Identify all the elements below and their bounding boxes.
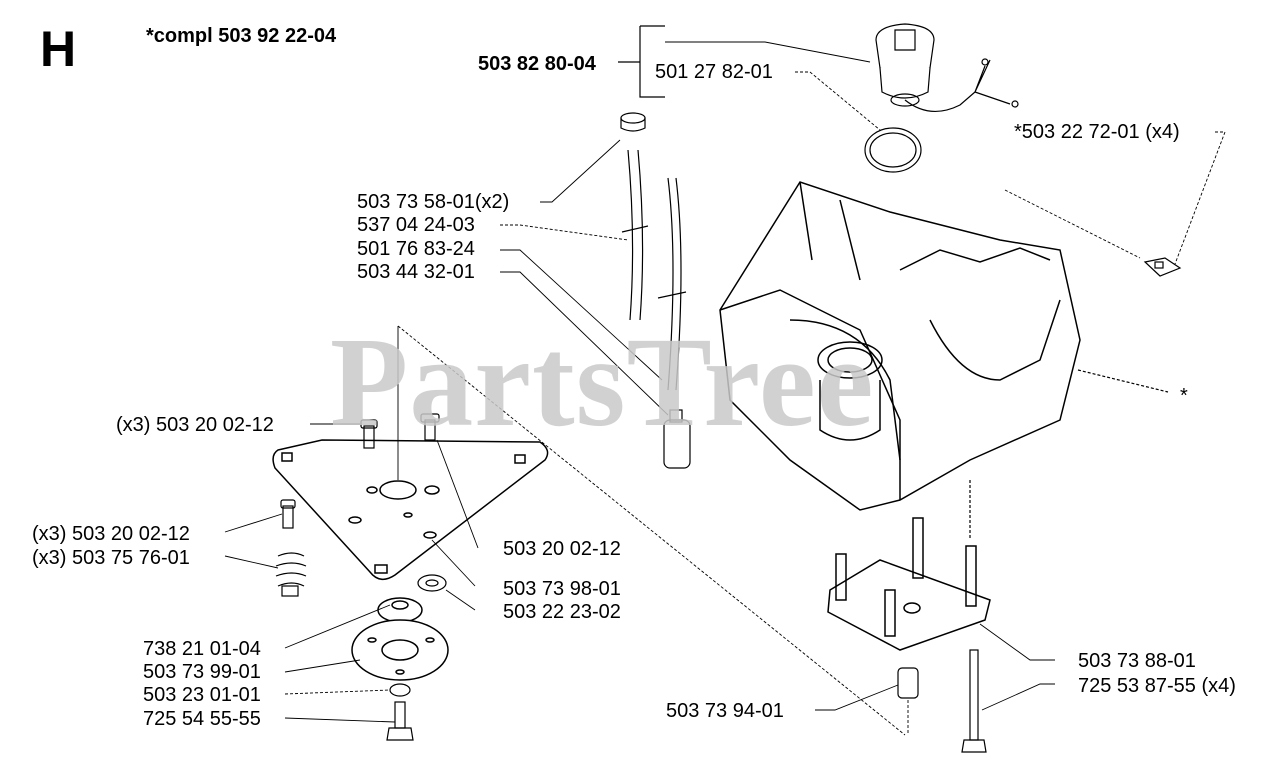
flange-icon: [351, 597, 449, 681]
fuel-filter-icon: [663, 409, 691, 469]
long-screw-icon: [961, 649, 987, 753]
spring-icon: [275, 552, 307, 597]
mount-plate-icon: [827, 517, 991, 651]
clip-icon: [1143, 257, 1182, 277]
bolt-icon: [386, 701, 414, 741]
crankcase-icon: [719, 181, 1081, 511]
part-label-cap-group: 503 82 80-04: [478, 53, 596, 75]
o-ring-icon: [864, 127, 922, 173]
part-label-screw-top: (x3) 503 20 02-12: [116, 414, 274, 436]
screw-icon: [280, 413, 440, 529]
grommet-icon: [620, 112, 646, 132]
part-label-mount-plate: 503 73 88-01: [1078, 650, 1196, 672]
part-label-filter: 503 44 32-01: [357, 261, 475, 283]
part-label-long-screw: 725 53 87-55 (x4): [1078, 675, 1236, 697]
fuel-cap-icon: [875, 23, 1019, 112]
watermark: PartsTree: [330, 311, 875, 453]
part-label-spring-left: (x3) 503 75 76-01: [32, 547, 190, 569]
leader-lines: [224, 41, 1226, 736]
part-label-flange: 503 73 99-01: [143, 661, 261, 683]
part-label-bolt: 725 54 55-55: [143, 708, 261, 730]
part-label-washer-small: 503 23 01-01: [143, 684, 261, 706]
assembly-label: *compl 503 92 22-04: [146, 25, 337, 47]
part-label-crankcase: *: [1180, 385, 1188, 407]
part-label-spacer: 738 21 01-04: [143, 638, 261, 660]
part-label-damper: 503 22 23-02: [503, 601, 621, 623]
group-bracket: [639, 25, 665, 98]
part-label-screw-left: (x3) 503 20 02-12: [32, 523, 190, 545]
part-label-rubber-foot: 503 73 94-01: [666, 700, 784, 722]
part-label-washer: 503 73 98-01: [503, 578, 621, 600]
part-label-grommet: 503 73 58-01(x2): [357, 191, 510, 213]
hose-icon: [621, 149, 687, 391]
washer-small-icon: [389, 683, 411, 697]
section-letter: H: [40, 21, 77, 77]
damper-icon: [417, 574, 447, 592]
part-label-fuel-hose: 537 04 24-03: [357, 214, 475, 236]
part-label-clip: *503 22 72-01 (x4): [1014, 121, 1180, 143]
part-label-oring: 501 27 82-01: [655, 61, 773, 83]
part-label-vent-hose: 501 76 83-24: [357, 238, 475, 260]
triangle-plate-icon: [272, 439, 549, 581]
part-label-screw-right: 503 20 02-12: [503, 538, 621, 560]
rubber-foot-icon: [897, 667, 919, 699]
